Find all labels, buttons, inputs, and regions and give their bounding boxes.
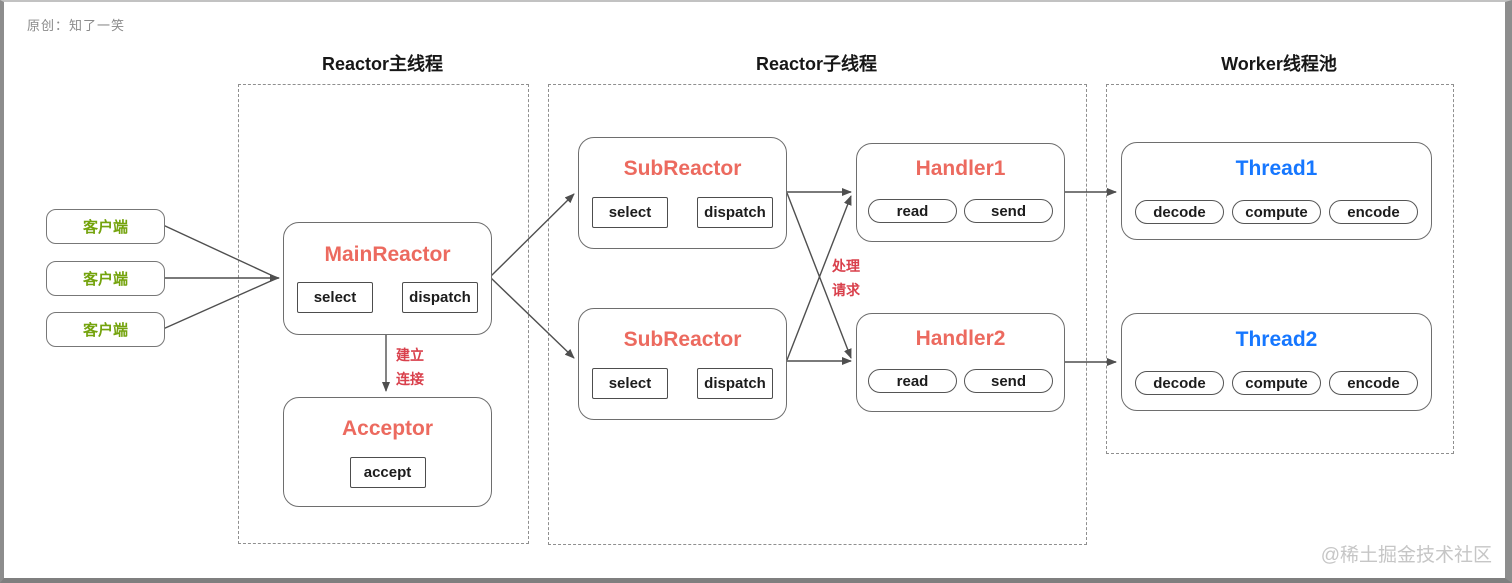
client-node-2: 客户端 — [46, 261, 165, 296]
client-node-1: 客户端 — [46, 209, 165, 244]
op-decode: decode — [1135, 200, 1224, 224]
thread-ops: decode compute encode — [1122, 371, 1431, 395]
handler-ops: read send — [857, 199, 1064, 223]
arrow-mainreactor-subreactor2 — [490, 277, 575, 359]
op-dispatch: dispatch — [697, 368, 773, 399]
main-reactor-node: MainReactor select dispatch — [283, 222, 492, 335]
arrow-client1-mainreactor — [162, 224, 274, 277]
handler-title: Handler2 — [915, 327, 1006, 350]
author-credit: 原创：知了一笑 — [27, 18, 126, 33]
sub-reactor-title: SubReactor — [623, 157, 742, 180]
site-watermark: @稀土掘金技术社区 — [1320, 545, 1492, 566]
arrow-subreactor2-handler1 — [786, 195, 852, 361]
client-label: 客户端 — [82, 322, 128, 339]
edge-label-establish-1: 建立 — [396, 347, 424, 363]
client-label: 客户端 — [82, 219, 128, 236]
client-label: 客户端 — [82, 271, 128, 288]
sub-reactor-node-2: SubReactor select dispatch — [578, 308, 787, 420]
op-decode: decode — [1135, 371, 1224, 395]
op-dispatch: dispatch — [697, 197, 773, 228]
edge-label-request-1: 处理 — [832, 258, 860, 274]
handler-ops: read send — [857, 369, 1064, 393]
op-encode: encode — [1329, 371, 1418, 395]
op-read: read — [868, 369, 957, 393]
acceptor-node: Acceptor accept — [283, 397, 492, 507]
section-title-reactor-sub: Reactor子线程 — [755, 54, 878, 74]
group-box-reactor-sub — [548, 84, 1087, 545]
op-compute: compute — [1232, 371, 1321, 395]
section-title-worker-pool: Worker线程池 — [1221, 54, 1337, 74]
sub-reactor-title: SubReactor — [623, 328, 742, 351]
edge-label-request-2: 请求 — [832, 282, 860, 298]
client-node-3: 客户端 — [46, 312, 165, 347]
arrow-subreactor1-handler2 — [786, 192, 852, 359]
thread-ops: decode compute encode — [1122, 200, 1431, 224]
op-accept: accept — [349, 457, 426, 488]
arrow-mainreactor-subreactor1 — [490, 193, 575, 277]
op-dispatch: dispatch — [402, 282, 478, 313]
op-encode: encode — [1329, 200, 1418, 224]
edge-label-establish-2: 连接 — [396, 371, 424, 387]
thread-title: Thread1 — [1235, 157, 1318, 180]
op-compute: compute — [1232, 200, 1321, 224]
thread-node-1: Thread1 decode compute encode — [1121, 142, 1432, 240]
group-box-worker-pool — [1106, 84, 1454, 454]
handler-node-1: Handler1 read send — [856, 143, 1065, 242]
sub-reactor-ops: select dispatch — [579, 197, 786, 228]
thread-node-2: Thread2 decode compute encode — [1121, 313, 1432, 411]
op-select: select — [592, 368, 668, 399]
op-select: select — [592, 197, 668, 228]
op-select: select — [297, 282, 373, 313]
sub-reactor-ops: select dispatch — [579, 368, 786, 399]
acceptor-ops: accept — [284, 457, 491, 488]
handler-title: Handler1 — [915, 157, 1006, 180]
arrow-client3-mainreactor — [162, 279, 274, 330]
op-read: read — [868, 199, 957, 223]
op-send: send — [964, 369, 1053, 393]
handler-node-2: Handler2 read send — [856, 313, 1065, 412]
op-send: send — [964, 199, 1053, 223]
main-reactor-ops: select dispatch — [284, 282, 491, 313]
sub-reactor-node-1: SubReactor select dispatch — [578, 137, 787, 249]
section-title-reactor-main: Reactor主线程 — [321, 54, 444, 74]
acceptor-title: Acceptor — [341, 417, 434, 440]
main-reactor-title: MainReactor — [324, 243, 451, 266]
thread-title: Thread2 — [1235, 328, 1318, 351]
